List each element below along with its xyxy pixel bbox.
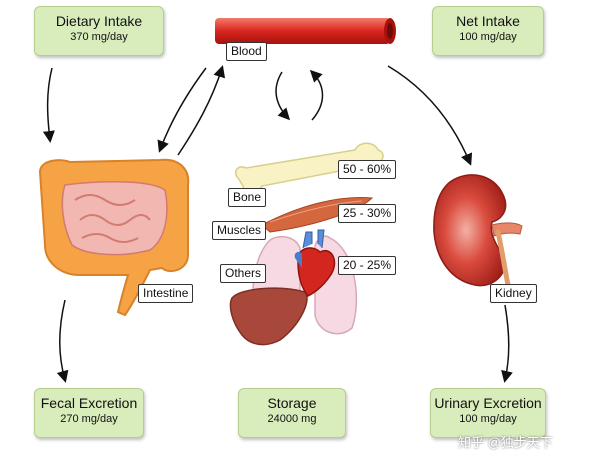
intestine-label: Intestine: [138, 284, 194, 303]
fecal-excretion-box: Fecal Excretion 270 mg/day: [34, 388, 144, 438]
muscles-label: Muscles: [212, 221, 267, 240]
urinary-excretion-title: Urinary Excretion: [434, 395, 542, 411]
others-percent-label: 20 - 25%: [338, 256, 397, 275]
fecal-excretion-title: Fecal Excretion: [40, 395, 138, 411]
intestine-illustration: [38, 158, 190, 317]
fecal-excretion-value: 270 mg/day: [60, 413, 118, 425]
kidney-illustration: [433, 174, 523, 288]
dietary-intake-title: Dietary Intake: [55, 13, 143, 29]
others-label: Others: [220, 264, 267, 283]
kidney-label: Kidney: [490, 284, 537, 303]
watermark: 知乎 @独步天下: [458, 435, 553, 450]
storage-box: Storage 24000 mg: [238, 388, 346, 438]
heart-illustration: [294, 229, 336, 297]
bone-percent-label: 50 - 60%: [338, 160, 397, 179]
blood-label: Blood: [226, 42, 267, 61]
net-intake-title: Net Intake: [456, 13, 520, 29]
muscles-percent-label: 25 - 30%: [338, 204, 397, 223]
storage-title: Storage: [267, 395, 317, 411]
net-intake-box: Net Intake 100 mg/day: [432, 6, 544, 56]
urinary-excretion-value: 100 mg/day: [459, 413, 517, 425]
bone-label: Bone: [228, 188, 267, 207]
dietary-intake-box: Dietary Intake 370 mg/day: [34, 6, 164, 56]
flow-arrows: [42, 65, 513, 383]
blood-vessel-illustration: [215, 18, 396, 44]
liver-illustration: [229, 287, 308, 346]
storage-value: 24000 mg: [267, 413, 317, 425]
dietary-intake-value: 370 mg/day: [70, 31, 128, 43]
net-intake-value: 100 mg/day: [459, 31, 517, 43]
urinary-excretion-box: Urinary Excretion 100 mg/day: [430, 388, 546, 438]
